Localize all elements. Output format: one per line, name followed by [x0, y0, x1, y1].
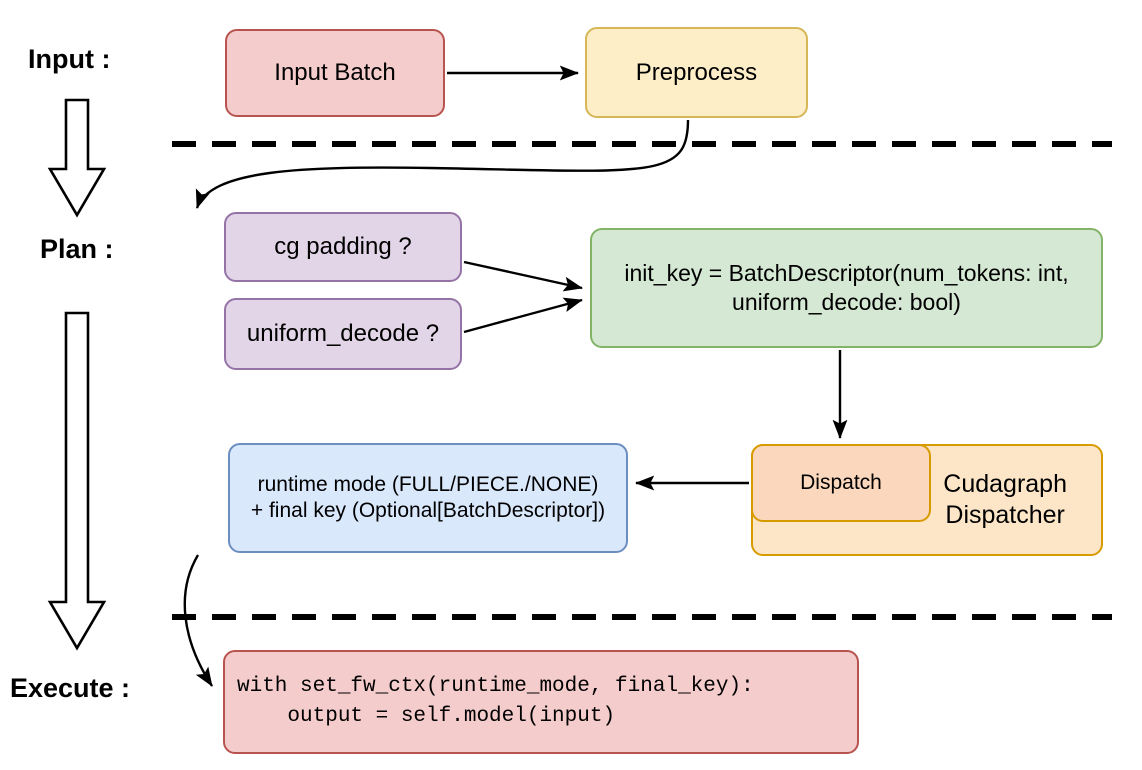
- conn-cg-padding-to-init-key: [463, 260, 583, 292]
- node-input-batch[interactable]: Input Batch: [225, 29, 445, 117]
- node-label-dispatch: Dispatch: [800, 470, 882, 494]
- node-init-key[interactable]: init_key = BatchDescriptor(num_tokens: i…: [590, 228, 1103, 348]
- node-label-init-key: init_key = BatchDescriptor(num_tokens: i…: [624, 260, 1069, 315]
- node-uniform-decode[interactable]: uniform_decode ?: [224, 298, 462, 370]
- conn-preprocess-to-cg-padding: [195, 119, 690, 209]
- conn-runtime-mode-to-execute: [183, 554, 214, 687]
- stage-label-execute: Execute :: [10, 673, 131, 703]
- node-dispatch[interactable]: Dispatch: [751, 444, 931, 522]
- node-label-cudagraph-dispatcher: Cudagraph Dispatcher: [943, 469, 1067, 529]
- stage-label-plan: Plan :: [40, 234, 114, 264]
- section-dividers: [172, 141, 1112, 620]
- node-runtime-mode[interactable]: runtime mode (FULL/PIECE./NONE) + final …: [228, 443, 628, 553]
- node-execute-code[interactable]: with set_fw_ctx(runtime_mode, final_key)…: [223, 650, 859, 754]
- node-preprocess[interactable]: Preprocess: [585, 27, 808, 118]
- node-label-input-batch: Input Batch: [274, 59, 396, 86]
- node-cg-padding[interactable]: cg padding ?: [224, 212, 462, 282]
- node-label-runtime-mode: runtime mode (FULL/PIECE./NONE) + final …: [250, 472, 606, 522]
- stage-arrow-plan-to-execute: [47, 311, 107, 651]
- node-label-uniform-decode: uniform_decode ?: [246, 320, 440, 347]
- connectors: [183, 65, 848, 687]
- stage-flow-arrows: [47, 98, 107, 651]
- node-label-cg-padding: cg padding ?: [274, 233, 412, 260]
- conn-uniform-decode-to-init-key: [463, 297, 583, 334]
- stage-label-input: Input :: [28, 44, 111, 74]
- node-label-preprocess: Preprocess: [635, 58, 758, 86]
- stage-arrow-input-to-plan: [47, 98, 107, 218]
- node-label-execute-code: with set_fw_ctx(runtime_mode, final_key)…: [237, 675, 754, 728]
